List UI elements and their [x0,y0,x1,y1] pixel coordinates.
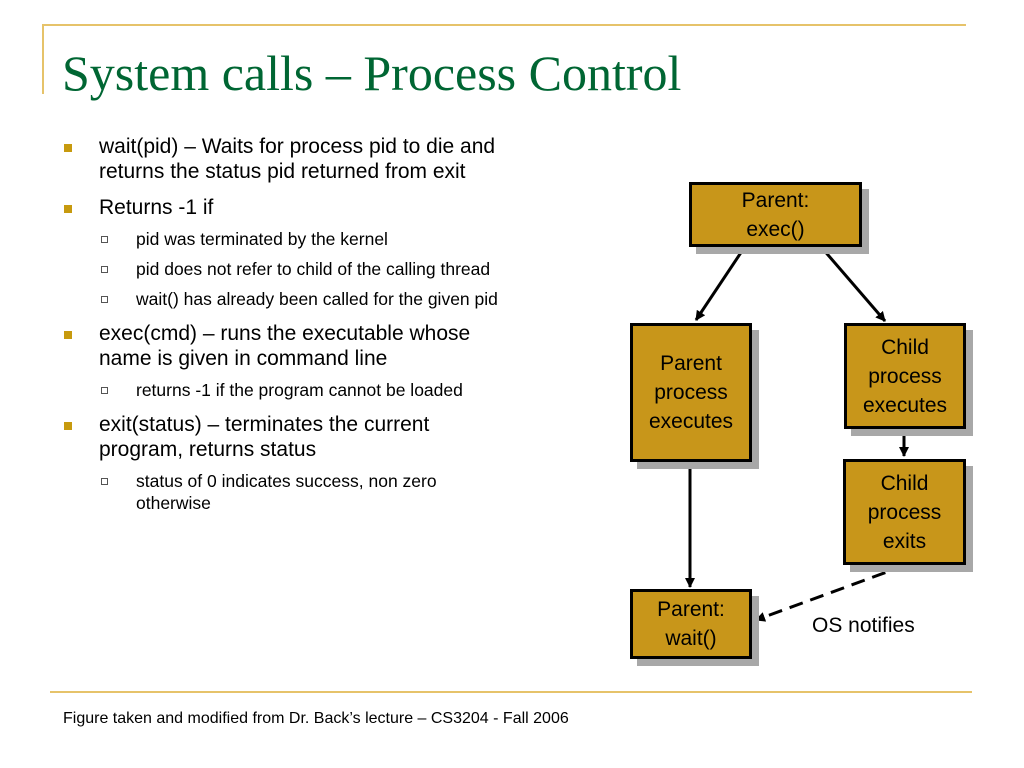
node-parent-wait: Parent: wait() [630,589,752,659]
bullet-returns: Returns -1 if pid was terminated by the … [62,195,502,310]
hollow-square-bullet-icon [101,387,108,394]
sub-bullet-text: wait() has already been called for the g… [136,289,498,309]
sub-bullet: returns -1 if the program cannot be load… [99,379,502,401]
slide-title: System calls – Process Control [62,45,682,101]
os-notifies-label: OS notifies [812,614,915,637]
square-bullet-icon [64,144,72,152]
frame-left-rule [42,24,44,94]
sub-bullet: pid does not refer to child of the calli… [99,258,502,280]
square-bullet-icon [64,331,72,339]
node-child-executes: Child process executes [844,323,966,429]
node-line: Child [880,471,929,495]
bullet-list: wait(pid) – Waits for process pid to die… [62,134,502,525]
hollow-square-bullet-icon [101,296,108,303]
node-line: exec() [746,217,805,241]
node-parent-executes: Parent process executes [630,323,752,462]
node-line: executes [648,410,734,433]
sub-bullet-text: returns -1 if the program cannot be load… [136,380,463,400]
bullet-exit: exit(status) – terminates the current pr… [62,412,502,514]
hollow-square-bullet-icon [101,478,108,485]
bullet-wait: wait(pid) – Waits for process pid to die… [62,134,502,184]
sub-bullet-list: pid was terminated by the kernel pid doe… [99,228,502,310]
square-bullet-icon [64,422,72,430]
sub-bullet-list: status of 0 indicates success, non zero … [99,470,502,514]
node-child-exits: Child process exits [843,459,966,565]
node-line: process [867,500,942,524]
sub-bullet-text: status of 0 indicates success, non zero … [136,471,437,513]
node-line: wait() [665,627,717,650]
arrow-exec-to-parent [694,247,746,321]
node-line: executes [862,393,948,417]
bullet-exec: exec(cmd) – runs the executable whose na… [62,321,502,401]
square-bullet-icon [64,205,72,213]
node-line: Parent: [657,598,725,621]
node-line: process [868,364,942,388]
bullet-text: exec(cmd) – runs the executable whose na… [99,322,471,370]
node-line: Parent [660,352,722,375]
sub-bullet: pid was terminated by the kernel [99,228,502,250]
sub-bullet: wait() has already been called for the g… [99,288,502,310]
node-line: Child [881,335,929,359]
node-line: Parent: [741,188,810,212]
sub-bullet-text: pid was terminated by the kernel [136,229,388,249]
sub-bullet-text: pid does not refer to child of the calli… [136,259,491,279]
arrow-exec-to-child [820,247,887,322]
bullet-text: wait(pid) – Waits for process pid to die… [99,135,496,183]
frame-top-rule [42,24,966,26]
footer-divider [50,691,972,693]
footer-caption: Figure taken and modified from Dr. Back’… [63,710,569,727]
arrow-os-notifies-dashed [755,563,907,622]
hollow-square-bullet-icon [101,266,108,273]
hollow-square-bullet-icon [101,236,108,243]
bullet-text: exit(status) – terminates the current pr… [99,413,430,461]
sub-bullet: status of 0 indicates success, non zero … [99,470,502,514]
sub-bullet-list: returns -1 if the program cannot be load… [99,379,502,401]
node-line: exits [882,529,927,553]
node-parent-exec: Parent: exec() [689,182,862,247]
bullet-text: Returns -1 if [99,196,214,219]
node-line: process [654,381,728,404]
